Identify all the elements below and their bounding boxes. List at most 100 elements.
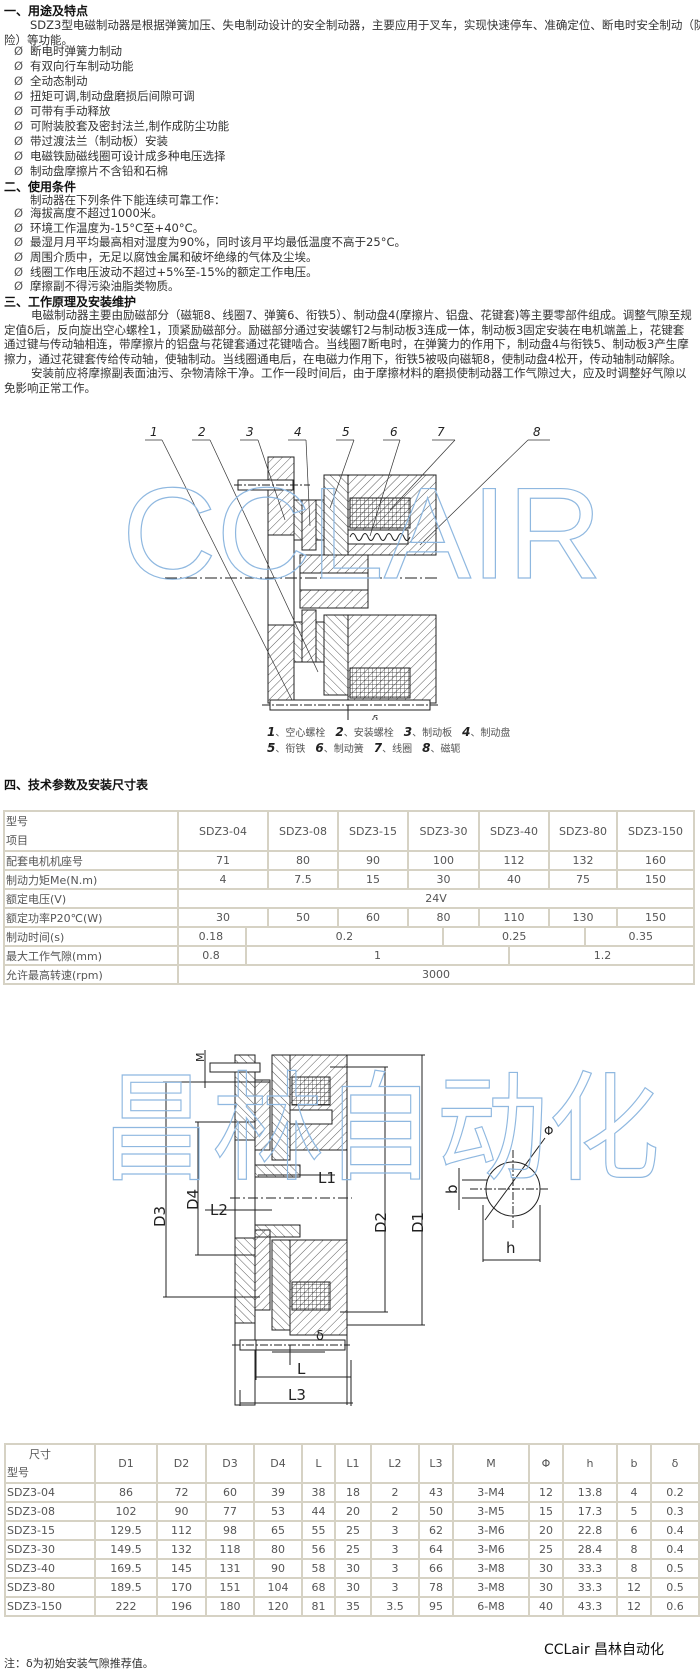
legend-number: 8: [422, 741, 431, 755]
spec-cell: 40: [478, 869, 550, 890]
dim-cell: 0.4: [650, 1539, 700, 1560]
dim-model-cell: SDZ3-15: [4, 1520, 96, 1541]
section-heading-conditions: 二、使用条件: [4, 180, 77, 194]
legend-number: 7: [373, 741, 383, 755]
dim-d4-label: D4: [184, 1189, 202, 1210]
dim-cell: 43.3: [562, 1596, 618, 1617]
dim-cell: 169.5: [94, 1558, 158, 1579]
dim-header-cell: D1: [94, 1443, 158, 1484]
spec-cell: 60: [337, 907, 409, 928]
bullet-marker-icon: Ø: [14, 149, 24, 163]
spec-cell: 71: [177, 850, 269, 871]
list-item: Ø 制动盘摩擦片不含铅和石棉: [14, 164, 229, 179]
dim-cell: 4: [616, 1482, 652, 1503]
bullet-marker-icon: Ø: [14, 235, 24, 250]
dim-cell: 2: [370, 1482, 420, 1503]
dim-cell: 145: [156, 1558, 207, 1579]
installation-paragraph: 安装前应将摩擦副表面油污、杂物清除干净。工作一段时间后，由于摩擦材料的磨损使制动…: [4, 366, 687, 395]
callout-6: 6: [390, 425, 398, 439]
bullet-marker-icon: Ø: [14, 104, 24, 118]
list-item-text: 可附装胶套及密封法兰,制作成防尘功能: [30, 119, 230, 133]
dim-model-cell: SDZ3-04: [4, 1482, 96, 1503]
legend-text: 安装螺栓: [353, 728, 394, 739]
model-header-cell: SDZ3-15: [337, 810, 409, 852]
spec-cell: 3000: [177, 964, 695, 985]
dim-cell: 22.8: [562, 1520, 618, 1541]
dim-header-cell: L1: [334, 1443, 372, 1484]
legend-item: 2、安装螺栓: [335, 725, 394, 739]
legend-text: 衔铁: [285, 744, 306, 755]
bullet-marker-icon: Ø: [14, 164, 24, 178]
dim-cell: 80: [253, 1539, 303, 1560]
dim-corner-cell: 尺寸型号: [4, 1443, 96, 1484]
bullet-marker-icon: Ø: [14, 89, 24, 103]
dim-cell: 78: [418, 1577, 454, 1598]
spec-cell: 15: [337, 869, 409, 890]
section-heading-usage: 一、用途及特点: [4, 4, 89, 18]
brand-logo: CCLair 昌林自动化: [544, 1642, 665, 1658]
dim-cell: 33.3: [562, 1577, 618, 1598]
dim-cell: 180: [205, 1596, 255, 1617]
corner-top-label: 尺寸: [29, 1447, 51, 1461]
dim-header-cell: L: [301, 1443, 336, 1484]
dim-cell: 55: [301, 1520, 336, 1541]
dim-cell: 151: [205, 1577, 255, 1598]
dim-cell: 77: [205, 1501, 255, 1522]
delta-label: δ: [372, 714, 378, 720]
spec-segment: 0.25: [441, 929, 584, 944]
callout-2: 2: [198, 425, 206, 439]
spec-cell: 150: [616, 869, 695, 890]
dim-header-cell: b: [616, 1443, 652, 1484]
dim-cell: 3-M8: [452, 1558, 530, 1579]
dim-cell: 3-M4: [452, 1482, 530, 1503]
dim-cell: 13.8: [562, 1482, 618, 1503]
spec-cell: 30: [177, 907, 269, 928]
dim-cell: 25: [528, 1539, 564, 1560]
dim-header-cell: L2: [370, 1443, 420, 1484]
intro-line-2: 险）等功能。: [4, 33, 73, 47]
callout-leaders: [145, 439, 550, 701]
legend-text: 磁轭: [440, 744, 461, 755]
legend-number: 6: [315, 741, 324, 755]
dim-header-cell: h: [562, 1443, 618, 1484]
list-item-text: 摩擦副不得污染油脂类物质。: [30, 279, 180, 294]
dim-cell: 30: [334, 1558, 372, 1579]
diagram1-body: [165, 456, 440, 720]
dim-model-cell: SDZ3-150: [4, 1596, 96, 1617]
dim-cell: 102: [94, 1501, 158, 1522]
dim-d1-label: D1: [409, 1212, 427, 1233]
dim-cell: 72: [156, 1482, 207, 1503]
callout-7: 7: [437, 425, 445, 439]
dim-cell: 35: [334, 1596, 372, 1617]
dim-cell: 3-M6: [452, 1520, 530, 1541]
dim-cell: 0.3: [650, 1501, 700, 1522]
section-heading-principle: 三、工作原理及安装维护: [4, 295, 137, 309]
legend-text: 空心螺栓: [285, 728, 326, 739]
spec-cell: 132: [548, 850, 618, 871]
dim-cell: 12: [528, 1482, 564, 1503]
dim-model-cell: SDZ3-08: [4, 1501, 96, 1522]
list-item-text: 制动盘摩擦片不含铅和石棉: [30, 164, 168, 178]
dim-cell: 118: [205, 1539, 255, 1560]
list-item-text: 断电时弹簧力制动: [30, 44, 122, 58]
dim-cell: 20: [334, 1501, 372, 1522]
callout-4: 4: [294, 425, 302, 439]
dim-d2-label: D2: [372, 1212, 390, 1233]
dim-cell: 15: [528, 1501, 564, 1522]
model-header-cell: SDZ3-150: [616, 810, 695, 852]
dim-l1-label: L1: [318, 1169, 336, 1187]
